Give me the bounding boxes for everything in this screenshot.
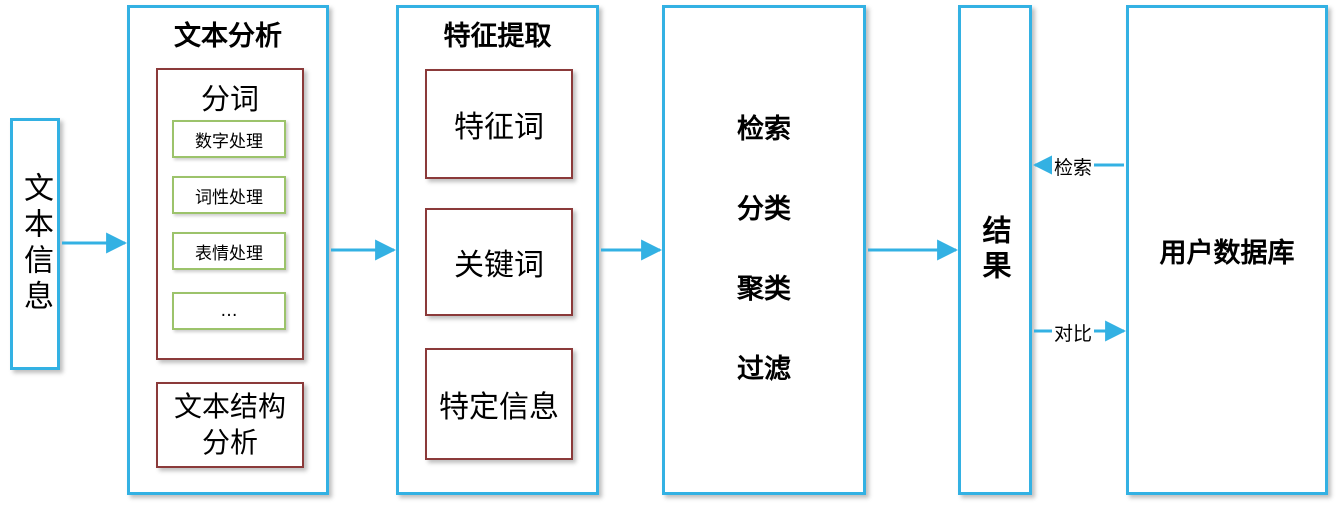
segmentation-box: 分词 数字处理 词性处理 表情处理 … [156,68,304,360]
operation-item: 检索 [737,114,791,145]
segmentation-item: 表情处理 [172,232,286,270]
structure-analysis-box: 文本结构分析 [156,382,304,468]
text-analysis-title: 文本分析 [174,21,282,52]
feature-item: 特征词 [425,69,573,179]
user-database-box: 用户数据库 [1126,5,1328,495]
segmentation-item: 数字处理 [172,120,286,158]
feature-extraction-box: 特征提取 特征词 关键词 特定信息 [396,5,599,495]
input-text-label: 文本信息 [18,172,53,316]
result-box: 结果 [958,5,1032,495]
structure-analysis-label: 文本结构分析 [173,390,286,459]
user-database-label: 用户数据库 [1159,237,1295,269]
segmentation-item: 词性处理 [172,176,286,214]
operation-item: 分类 [737,194,791,225]
text-analysis-box: 文本分析 分词 数字处理 词性处理 表情处理 … 文本结构分析 [127,5,329,495]
segmentation-item: … [172,292,286,330]
retrieve-link-label: 检索 [1052,153,1095,180]
operation-item: 过滤 [737,354,791,385]
feature-item: 关键词 [425,208,573,316]
operations-box: 检索 分类 聚类 过滤 [662,5,866,495]
operation-item: 聚类 [737,274,791,305]
compare-link-label: 对比 [1052,319,1095,346]
input-text-box: 文本信息 [10,118,60,370]
feature-extraction-title: 特征提取 [443,21,552,52]
segmentation-title: 分词 [200,82,259,116]
result-label: 结果 [978,215,1012,285]
feature-item: 特定信息 [425,348,573,460]
